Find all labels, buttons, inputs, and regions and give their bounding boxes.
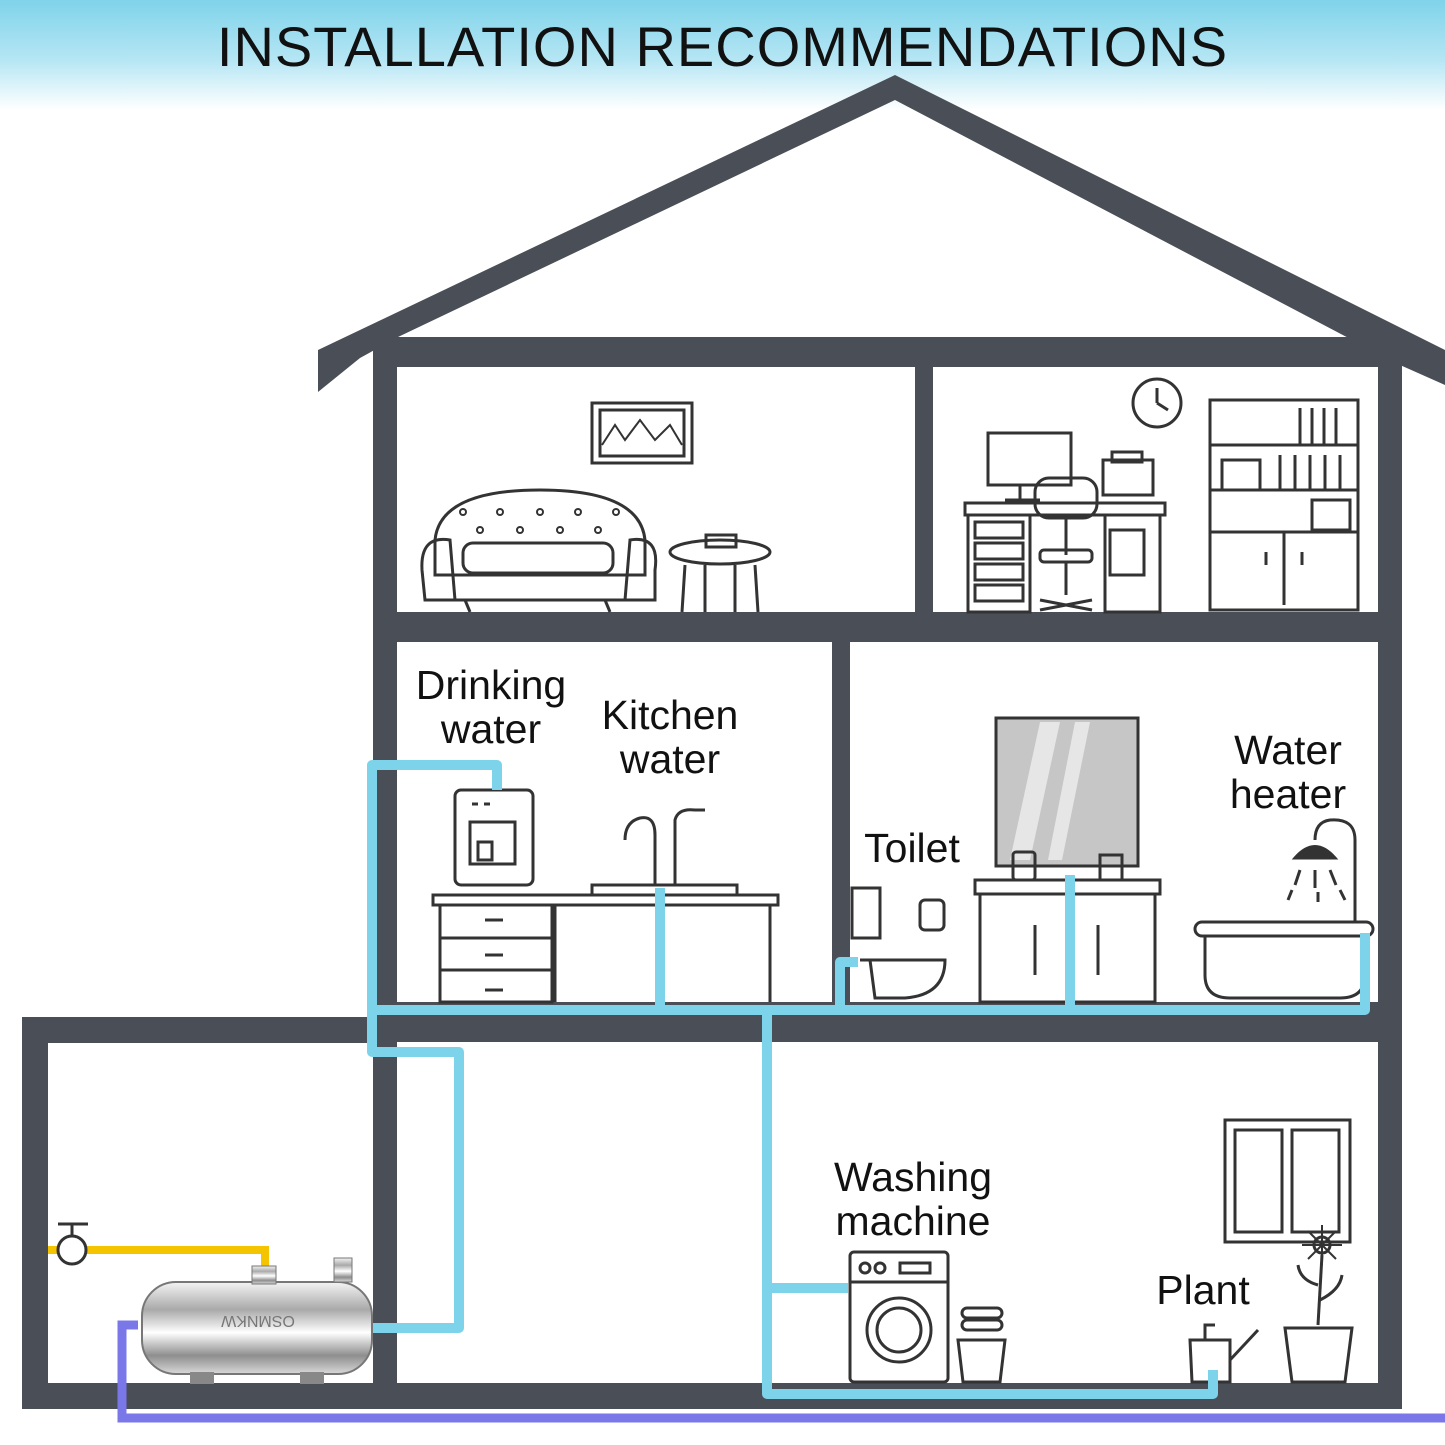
sofa-icon xyxy=(420,488,658,613)
water-dispenser-icon xyxy=(453,788,535,887)
kitchen-faucet-icon xyxy=(623,808,705,885)
bathtub-icon xyxy=(1193,920,1375,1000)
clean-water-pipes xyxy=(367,760,1370,1399)
kitchen-water-label: Kitchen water xyxy=(601,692,739,782)
sofa-buttons xyxy=(459,508,620,534)
toilet-label: Toilet xyxy=(864,825,960,871)
title-banner xyxy=(0,0,1445,110)
filter-brand-label: OSMNKW xyxy=(220,1312,295,1329)
water-heater-label: Water heater xyxy=(1229,727,1347,817)
washing-machine-icon xyxy=(848,1250,950,1384)
bookshelf-icon xyxy=(1208,398,1360,612)
inlet-pipe xyxy=(48,1246,269,1270)
page-title: INSTALLATION RECOMMENDATIONS xyxy=(216,15,1229,78)
plant-label: Plant xyxy=(1156,1267,1250,1313)
wall-painting-icon xyxy=(590,401,694,465)
mirror-icon xyxy=(994,716,1140,868)
valve-icon xyxy=(56,1222,88,1266)
filter-tank xyxy=(141,1257,373,1384)
toilet-icon xyxy=(850,886,947,1000)
kitchen-counter-icon xyxy=(431,883,780,1004)
office-chair-icon xyxy=(1033,476,1099,612)
wall-clock-icon xyxy=(1131,377,1183,429)
house-walls xyxy=(22,337,1402,1409)
desk-computer-icon xyxy=(963,431,1167,614)
potted-flower-icon xyxy=(1283,1225,1354,1384)
laundry-basket-icon xyxy=(956,1306,1007,1384)
shower-head-icon xyxy=(1286,818,1357,922)
drain-pipe xyxy=(117,1320,1445,1423)
window-icon xyxy=(1223,1118,1352,1244)
drinking-water-label: Drinking water xyxy=(415,662,567,752)
washing-machine-label: Washing machine xyxy=(834,1154,992,1244)
coffee-table-icon xyxy=(668,533,772,613)
watering-can-icon xyxy=(1188,1323,1260,1384)
